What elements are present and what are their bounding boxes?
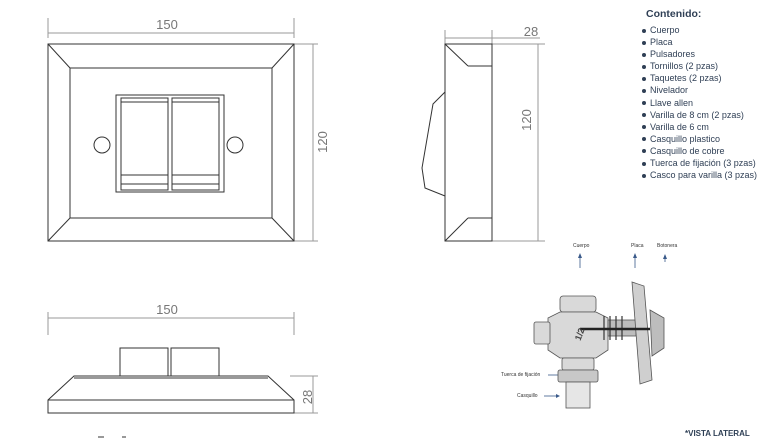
contents-item: Placa xyxy=(640,36,758,48)
contents-item: Varilla de 8 cm (2 pzas) xyxy=(640,109,758,121)
label-cuerpo: Cuerpo xyxy=(573,243,590,249)
contents-item: Nivelador xyxy=(640,84,758,96)
assembly-detail: Cuerpo Placa Botonera Tuerca de fijación… xyxy=(501,243,678,409)
button-left xyxy=(120,97,169,191)
valve-marking: 1/2 xyxy=(573,327,587,342)
front-plate-outline xyxy=(47,43,295,242)
contents-item: Taquetes (2 pzas) xyxy=(640,72,758,84)
side-body xyxy=(444,43,493,242)
side-view xyxy=(421,30,545,242)
contents-title: Contenido: xyxy=(646,8,702,20)
screw-hole-left xyxy=(93,136,111,154)
contents-panel: Contenido: Cuerpo Placa Pulsadores Torni… xyxy=(640,8,758,181)
contents-item: Cuerpo xyxy=(640,24,758,36)
contents-item: Casquillo de cobre xyxy=(640,145,758,157)
bottom-plate xyxy=(47,375,295,414)
contents-list: Cuerpo Placa Pulsadores Tornillos (2 pza… xyxy=(640,24,758,181)
screw-hole-right xyxy=(226,136,244,154)
bottom-button-left xyxy=(119,347,169,377)
button-right xyxy=(171,97,220,191)
contents-item: Tuerca de fijación (3 pzas) xyxy=(640,157,758,169)
bottom-depth-label: 28 xyxy=(300,390,315,404)
label-placa: Placa xyxy=(631,243,644,249)
side-height-label: 120 xyxy=(519,109,534,131)
label-casquillo: Casquillo xyxy=(517,393,538,399)
contents-item: Pulsadores xyxy=(640,48,758,60)
contents-item: Llave allen xyxy=(640,97,758,109)
front-width-label: 150 xyxy=(156,17,178,32)
bottom-view xyxy=(47,312,318,414)
front-plate-inner xyxy=(69,67,273,219)
side-button-profile xyxy=(421,90,446,197)
bottom-button-right xyxy=(170,347,220,377)
side-depth-label: 28 xyxy=(524,24,538,39)
front-height-label: 120 xyxy=(315,131,330,153)
contents-item: Varilla de 6 cm xyxy=(640,121,758,133)
button-frame xyxy=(115,94,225,193)
contents-item: Tornillos (2 pzas) xyxy=(640,60,758,72)
footer-note: *VISTA LATERAL xyxy=(685,429,750,438)
bottom-width-label: 150 xyxy=(156,302,178,317)
contents-item: Casquillo plastico xyxy=(640,133,758,145)
contents-item: Casco para varilla (3 pzas) xyxy=(640,169,758,181)
label-botonera: Botonera xyxy=(657,243,678,249)
front-view xyxy=(47,18,318,242)
label-tuerca: Tuerca de fijación xyxy=(501,372,540,378)
